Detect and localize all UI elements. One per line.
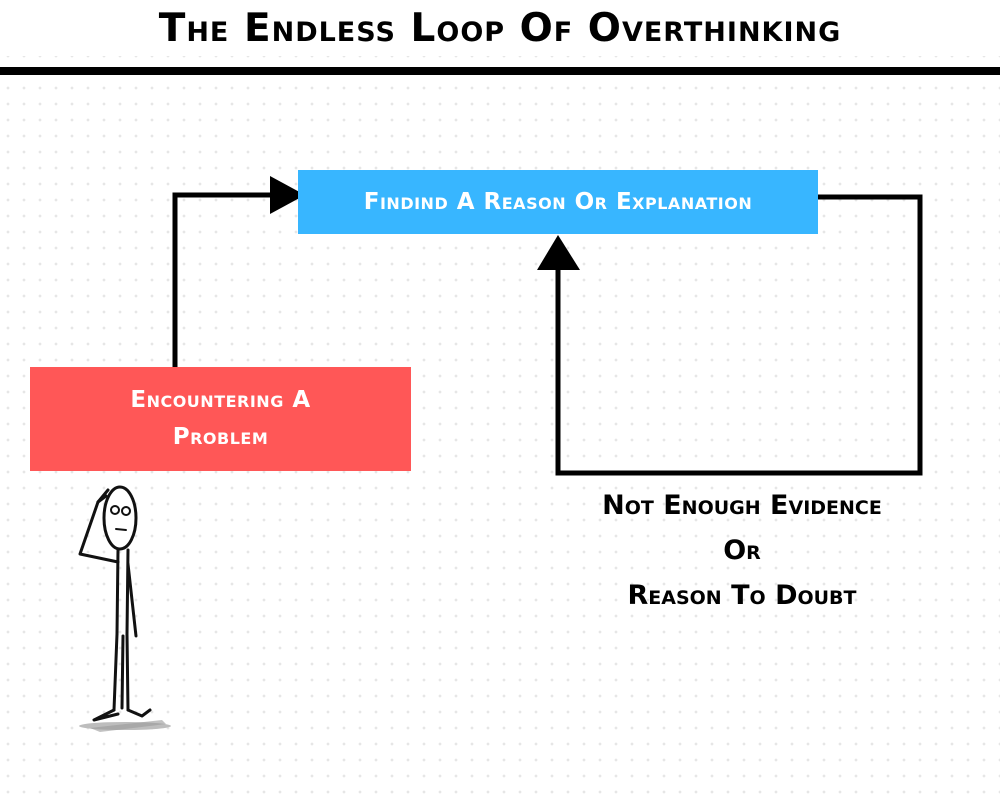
node-finding-reason: Findind A Reason Or Explanation xyxy=(298,170,818,234)
node-problem-line-2: Problem xyxy=(172,424,269,450)
node-problem-line-1: Encountering A xyxy=(130,387,311,413)
arrowhead-up xyxy=(537,235,580,270)
loop-caption-line-3: Reason To Doubt xyxy=(627,580,857,611)
node-encountering-problem: Encountering A Problem xyxy=(30,367,411,471)
title-divider xyxy=(0,67,1000,75)
loop-caption-line-2: Or xyxy=(723,535,761,566)
loop-caption-line-1: Not Enough Evidence xyxy=(602,490,882,521)
diagram-title: The Endless Loop Of Overthinking xyxy=(0,2,1000,56)
arrowhead-right xyxy=(270,176,305,214)
arrow-loop-back xyxy=(555,194,923,476)
loop-caption: Not Enough Evidence Or Reason To Doubt xyxy=(560,483,924,618)
arrow-problem-to-reason xyxy=(172,192,276,367)
confused-stick-figure-icon xyxy=(78,485,171,732)
